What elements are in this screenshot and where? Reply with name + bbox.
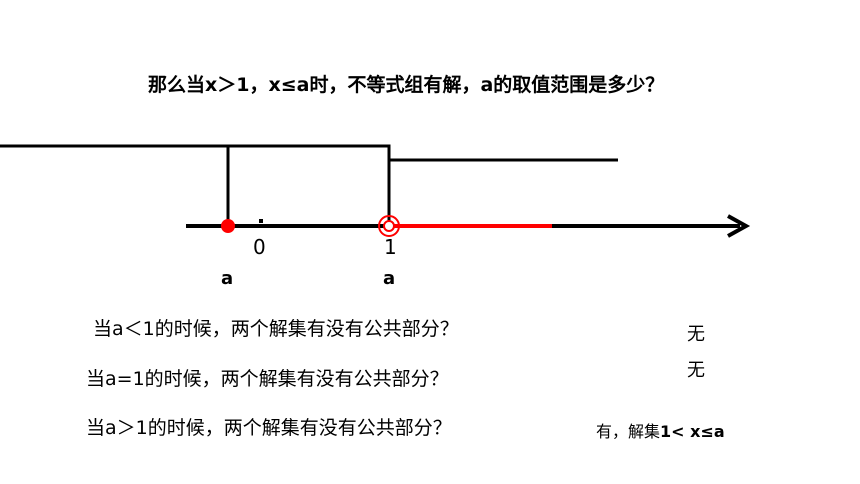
tick-label-0: 0 bbox=[253, 235, 266, 259]
question-2: 当a=1的时候，两个解集有没有公共部分？ bbox=[86, 368, 449, 390]
axis-arrowhead bbox=[727, 214, 751, 238]
question-3: 当a＞1的时候，两个解集有没有公共部分？ bbox=[86, 417, 452, 439]
answer-2: 无 bbox=[687, 360, 705, 381]
set-x-le-a-left-line bbox=[0, 144, 230, 226]
point-a-label-right: a bbox=[383, 268, 396, 289]
open-circle-inner bbox=[383, 220, 395, 232]
answer-3: 有，解集1< x≤a bbox=[596, 418, 725, 442]
set-x-gt-1-line bbox=[387, 158, 618, 226]
tick-label-1: 1 bbox=[384, 235, 397, 259]
answer-3-prefix: 有，解集 bbox=[596, 422, 661, 441]
open-circle-at-1 bbox=[378, 215, 400, 237]
set-x-le-a-right-line bbox=[0, 144, 391, 226]
question-title: 那么当x＞1，x≤a时，不等式组有解，a的取值范围是多少？ bbox=[148, 74, 665, 96]
zero-tick-mark bbox=[259, 219, 263, 223]
question-1: 当a＜1的时候，两个解集有没有公共部分？ bbox=[93, 318, 459, 340]
answer-1: 无 bbox=[687, 324, 705, 345]
answer-3-math: 1< x≤a bbox=[660, 422, 725, 441]
point-a-label-left: a bbox=[221, 268, 234, 289]
point-a-solid bbox=[221, 219, 235, 233]
